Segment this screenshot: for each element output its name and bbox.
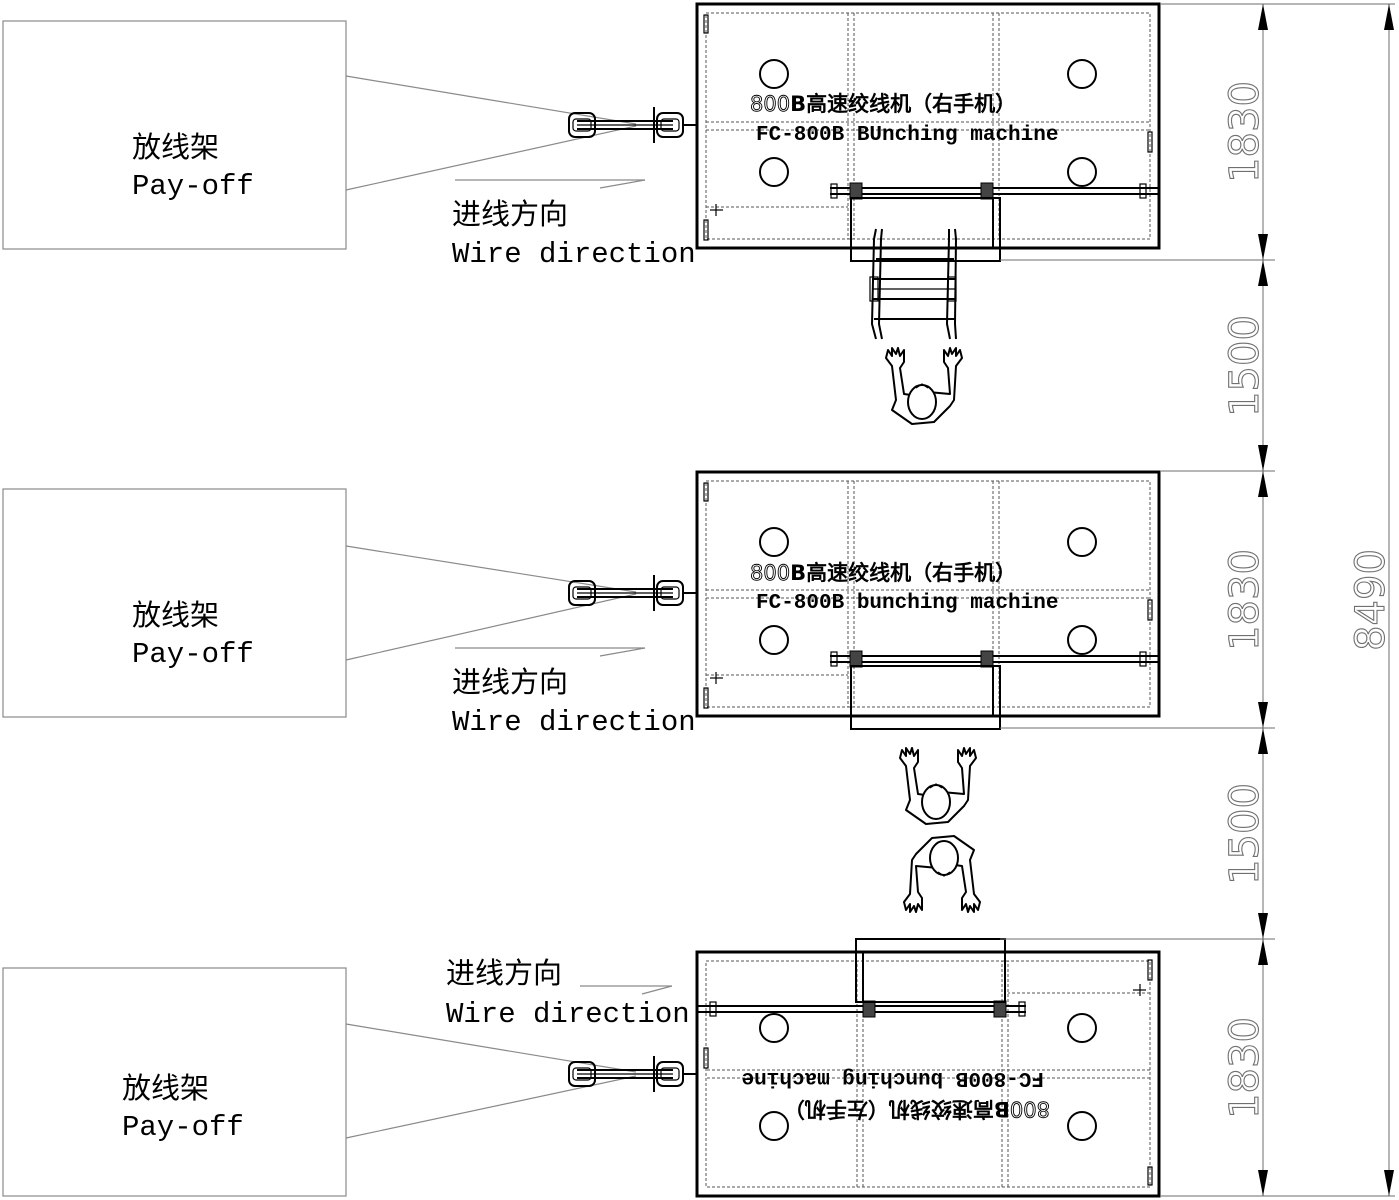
dimension-arrow-icon <box>1258 445 1268 471</box>
machine-3-label: 800B高速绞线机（左手机） FC-800B bunching machine <box>742 1066 1051 1121</box>
dimension-lines <box>1000 3 1395 1197</box>
payoff-label-cn: 放线架 <box>132 130 219 164</box>
operator-2-icon <box>899 747 977 825</box>
wire-guide-2 <box>568 574 698 612</box>
machine-name-cn: B高速绞线机（右手机） <box>790 92 1016 116</box>
wire-guide-1 <box>568 106 698 144</box>
row-3 <box>2 835 1161 1198</box>
dimension-1500: 1500 <box>1222 315 1268 417</box>
dimension-1500: 1500 <box>1222 783 1268 885</box>
wire-direction-label-cn: 进线方向 <box>452 665 568 699</box>
dimension-arrow-icon <box>1258 260 1268 286</box>
machine-model-number: 800 <box>750 92 790 116</box>
machine-1-label: 800B高速绞线机（右手机） FC-800B BUnching machine <box>750 92 1059 147</box>
dimension-1830: 1830 <box>1222 1017 1268 1119</box>
wire-direction-label-en: Wire direction <box>446 998 690 1031</box>
dimension-arrow-icon <box>1384 4 1394 30</box>
wire-line <box>345 1023 637 1073</box>
payoff-box-1 <box>2 20 347 250</box>
payoff-label-en: Pay-off <box>132 170 254 203</box>
row-1 <box>2 2 1161 425</box>
machine-name-cn: B高速绞线机（右手机） <box>790 561 1016 585</box>
svg-text:800B高速绞线机（右手机）: 800B高速绞线机（右手机） <box>750 561 1016 585</box>
machine-2-label: 800B高速绞线机（右手机） FC-800B bunching machine <box>750 561 1059 615</box>
payoff-label-cn: 放线架 <box>122 1071 209 1105</box>
dimension-1830: 1830 <box>1222 81 1268 183</box>
wire-direction-label-cn: 进线方向 <box>446 956 562 990</box>
wire-direction-label-en: Wire direction <box>452 706 696 739</box>
dimension-total-8490: 8490 <box>1348 549 1394 651</box>
dimension-arrow-icon <box>1258 1170 1268 1196</box>
dimension-arrow-icon <box>1258 913 1268 939</box>
wire-guide-3 <box>568 1055 698 1093</box>
wire-direction-label-en: Wire direction <box>452 238 696 271</box>
machine-model-number: 800 <box>1010 1097 1050 1121</box>
direction-arrow-icon <box>599 647 646 657</box>
machine-model-number: 800 <box>750 561 790 585</box>
wire-direction-label-cn: 进线方向 <box>452 197 568 231</box>
operator-1-icon <box>885 347 963 425</box>
direction-arrow-icon <box>641 985 673 995</box>
payoff-label-en: Pay-off <box>122 1111 244 1144</box>
dimension-arrow-icon <box>1258 728 1268 754</box>
machine-name-cn: B高速绞线机（左手机） <box>784 1097 1010 1121</box>
dimension-arrow-icon <box>1384 1170 1394 1196</box>
ladder <box>869 228 957 340</box>
svg-text:800B高速绞线机（左手机）: 800B高速绞线机（左手机） <box>784 1097 1050 1121</box>
payoff-box-3 <box>2 967 347 1197</box>
row-2 <box>2 470 1161 825</box>
dimension-arrow-icon <box>1258 234 1268 260</box>
direction-arrow-icon <box>599 179 646 189</box>
dimension-1830: 1830 <box>1222 549 1268 651</box>
dimension-arrow-icon <box>1258 4 1268 30</box>
wire-line <box>345 75 637 125</box>
dimension-arrow-icon <box>1258 939 1268 965</box>
operator-3-icon <box>903 835 981 913</box>
payoff-label-en: Pay-off <box>132 638 254 671</box>
machine-name-en: FC-800B bunching machine <box>756 592 1058 615</box>
svg-text:800B高速绞线机（右手机）: 800B高速绞线机（右手机） <box>750 92 1016 116</box>
dimension-arrow-icon <box>1258 702 1268 728</box>
machine-name-en: FC-800B BUnching machine <box>756 124 1058 147</box>
payoff-label-cn: 放线架 <box>132 598 219 632</box>
machine-name-en: FC-800B bunching machine <box>742 1066 1044 1089</box>
payoff-box-2 <box>2 488 347 718</box>
wire-line <box>345 545 637 593</box>
dimension-arrow-icon <box>1258 471 1268 497</box>
